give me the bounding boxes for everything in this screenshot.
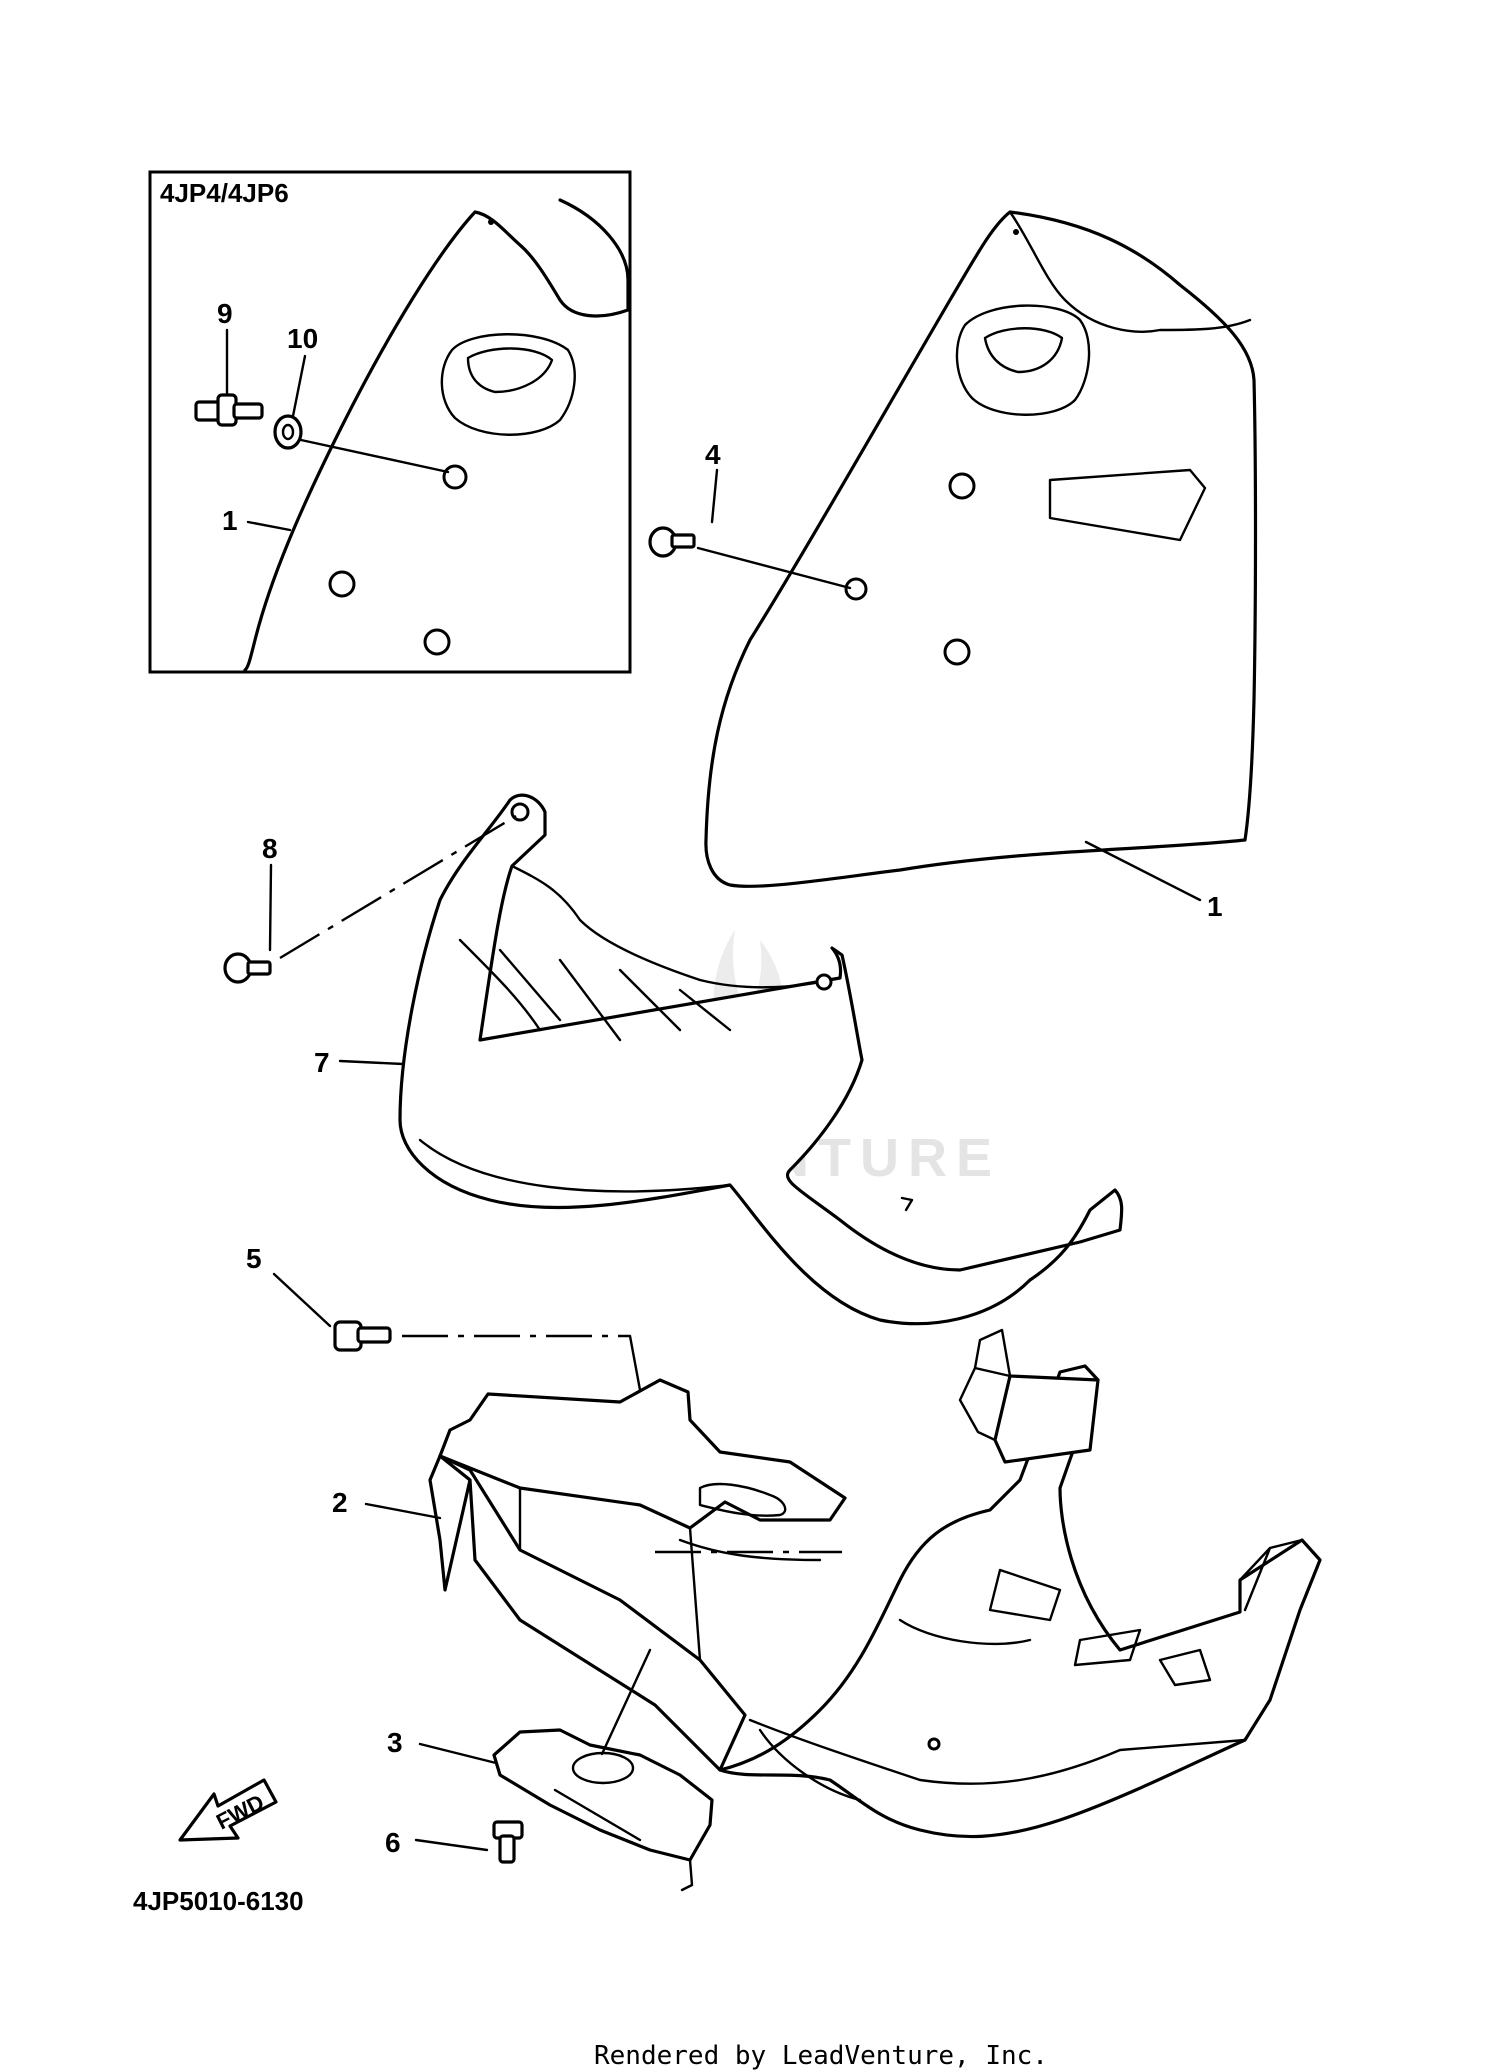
part-6-screw: 6	[385, 1820, 524, 1864]
inset-washer-10	[273, 414, 303, 450]
callout-1: 1	[1207, 891, 1223, 922]
callout-inset-9: 9	[217, 298, 233, 329]
fwd-arrow: FWD	[178, 1778, 278, 1842]
part-2-inner-panel: 2	[332, 1328, 1322, 1839]
inset-4jp4-4jp6: 4JP4/4JP6 9 10 1	[148, 170, 632, 674]
inset-bolt-9	[194, 393, 264, 427]
drawing-code: 4JP5010-6130	[133, 1886, 304, 1916]
part-1-leg-shield: 1	[704, 210, 1258, 922]
callout-6: 6	[385, 1827, 401, 1858]
callout-7: 7	[314, 1047, 330, 1078]
callout-5: 5	[246, 1243, 262, 1274]
callout-4: 4	[705, 439, 721, 470]
callout-3: 3	[387, 1727, 403, 1758]
callout-inset-1: 1	[222, 505, 238, 536]
callout-2: 2	[332, 1487, 348, 1518]
part-4-screw: 4	[648, 439, 852, 590]
callout-inset-10: 10	[287, 323, 318, 354]
part-7-front-cover: 7	[314, 793, 1124, 1326]
part-8-screw: 8	[223, 814, 517, 984]
part-3-plate: 3	[387, 1648, 714, 1892]
inset-title: 4JP4/4JP6	[160, 178, 289, 208]
footer-credit: Rendered by LeadVenture, Inc.	[594, 2041, 1048, 2071]
part-5-bolt: 5	[246, 1243, 642, 1392]
callout-8: 8	[262, 833, 278, 864]
inset-panel	[243, 198, 630, 672]
